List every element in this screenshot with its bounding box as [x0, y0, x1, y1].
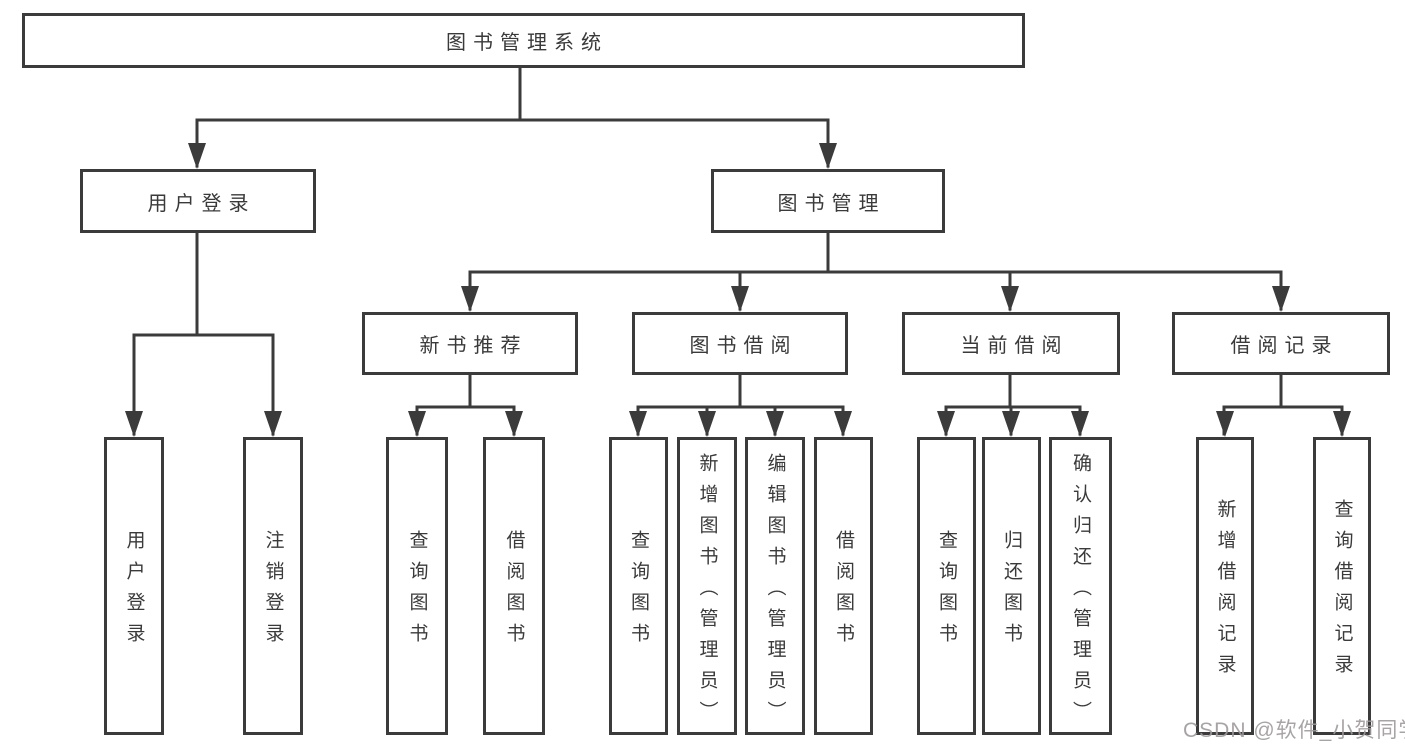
node-leaf-query-book-current: 查询图书	[917, 437, 976, 735]
node-label: 借阅图书	[833, 530, 854, 654]
node-new-book-recommend: 新书推荐	[362, 312, 578, 375]
node-label: 借阅图书	[503, 530, 525, 654]
node-book-borrow: 图书借阅	[632, 312, 848, 375]
node-label: 注销登录	[262, 530, 284, 654]
csdn-watermark: CSDN @软件_小贺同学	[1183, 719, 1405, 742]
node-label: 编辑图书（管理员）	[764, 452, 786, 732]
node-label: 归还图书	[1001, 530, 1022, 654]
node-label: 新增图书（管理员）	[696, 452, 718, 732]
node-label: 用户登录	[123, 530, 145, 654]
node-leaf-user-login: 用户登录	[104, 437, 164, 735]
arrowheads	[125, 143, 1351, 437]
node-user-login: 用户登录	[80, 169, 316, 233]
node-current-borrow: 当前借阅	[902, 312, 1120, 375]
node-leaf-add-book-admin: 新增图书（管理员）	[677, 437, 737, 735]
node-leaf-return-book: 归还图书	[982, 437, 1041, 735]
node-label: 图书借阅	[689, 335, 798, 357]
node-label: 用户登录	[147, 192, 256, 215]
node-library-management-system: 图书管理系统	[22, 13, 1025, 68]
node-leaf-borrow-book-borrow: 借阅图书	[814, 437, 873, 735]
node-label: 查询图书	[406, 530, 428, 654]
node-leaf-confirm-return-admin: 确认归还（管理员）	[1049, 437, 1112, 735]
node-leaf-query-book-borrow: 查询图书	[609, 437, 668, 735]
node-label: 确认归还（管理员）	[1070, 452, 1091, 732]
node-leaf-query-book-recommend: 查询图书	[386, 437, 448, 735]
node-borrow-records: 借阅记录	[1172, 312, 1390, 375]
node-leaf-borrow-book-recommend: 借阅图书	[483, 437, 545, 735]
node-label: 借阅记录	[1230, 335, 1339, 357]
node-label: 新增借阅记录	[1214, 499, 1236, 685]
node-leaf-query-borrow-record: 查询借阅记录	[1313, 437, 1371, 735]
node-leaf-edit-book-admin: 编辑图书（管理员）	[745, 437, 805, 735]
node-book-management: 图书管理	[711, 169, 945, 233]
node-label: 查询图书	[628, 530, 649, 654]
tree-edges	[132, 66, 1344, 436]
node-leaf-logout: 注销登录	[243, 437, 303, 735]
node-label: 查询借阅记录	[1331, 499, 1353, 685]
node-label: 图书管理	[777, 192, 886, 215]
node-label: 当前借阅	[960, 335, 1069, 357]
node-label: 图书管理系统	[446, 32, 608, 54]
node-label: 新书推荐	[419, 335, 528, 357]
node-leaf-add-borrow-record: 新增借阅记录	[1196, 437, 1254, 735]
node-label: 查询图书	[936, 530, 957, 654]
